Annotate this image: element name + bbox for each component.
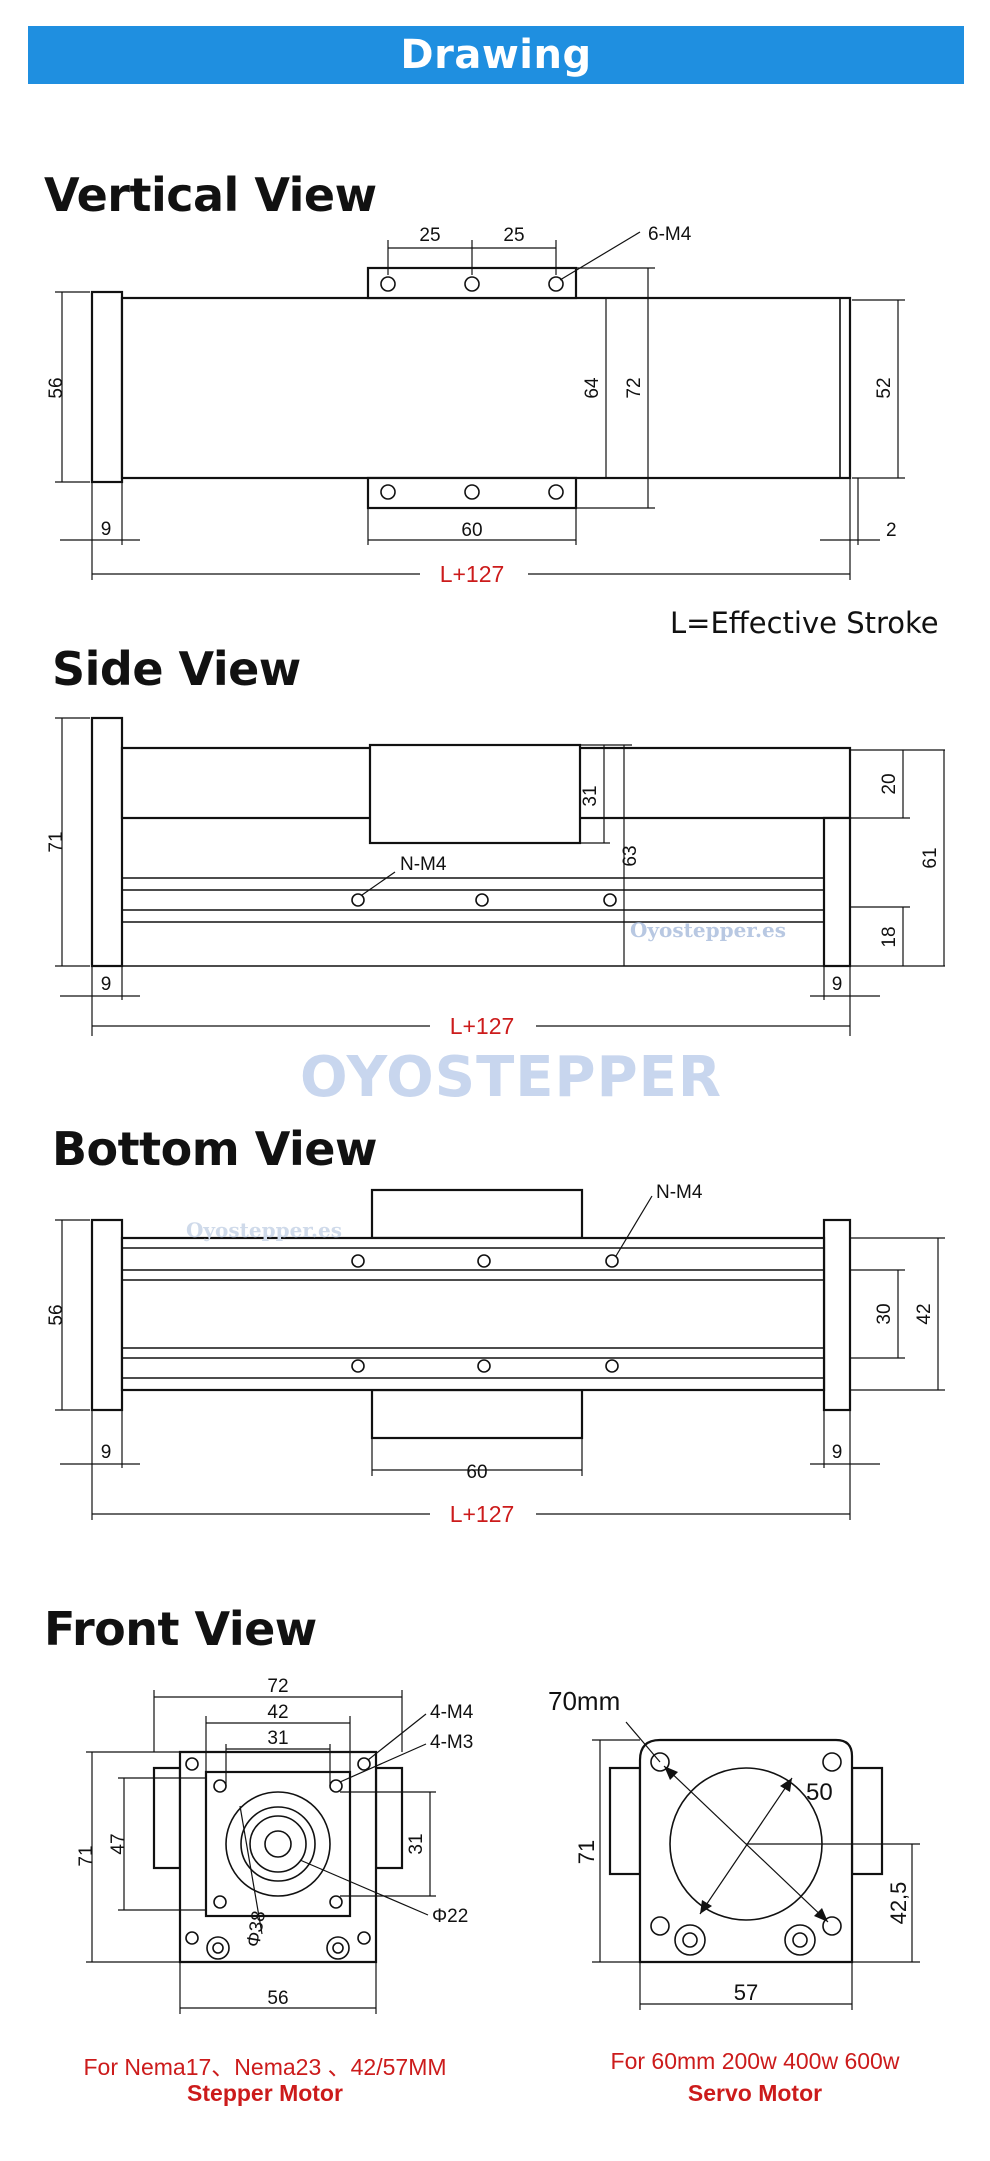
dim-31: 31 xyxy=(580,785,601,806)
front-view-title: Front View xyxy=(44,1602,317,1656)
end-block-right xyxy=(822,816,852,968)
rail-body xyxy=(120,296,852,480)
dim-9-left: 9 xyxy=(101,1442,112,1463)
dim-64: 64 xyxy=(582,377,603,399)
dim-20: 20 xyxy=(879,773,900,794)
servo-caption-line1: For 60mm 200w 400w 600w xyxy=(610,2048,900,2074)
end-block-left xyxy=(90,290,124,484)
motor-face xyxy=(204,1770,352,1918)
rail-body xyxy=(120,1236,826,1392)
dim-56: 56 xyxy=(267,1988,288,2009)
mount-holes xyxy=(185,1757,371,1960)
carriage-bottom xyxy=(370,1388,584,1440)
dim-56: 56 xyxy=(46,1304,67,1325)
dim-9-right: 9 xyxy=(832,974,843,995)
dim-63: 63 xyxy=(620,845,641,866)
label-n-m4: N-M4 xyxy=(400,854,447,875)
label-6-m4: 6-M4 xyxy=(648,224,692,245)
watermark-site-1: Oyostepper.es xyxy=(630,918,786,942)
dim-71: 71 xyxy=(76,1845,97,1866)
dim-57: 57 xyxy=(734,1980,758,2005)
bottom-view-drawing: N-M4 56 30 42 9 9 60 L+127 xyxy=(46,1182,945,1527)
banner-title: Drawing xyxy=(400,32,592,78)
label-4-m3: 4-M3 xyxy=(430,1732,473,1753)
dim-71: 71 xyxy=(574,1840,599,1864)
dim-2: 2 xyxy=(886,520,897,541)
dim-25-a: 25 xyxy=(419,225,440,246)
n-m4-holes xyxy=(351,893,617,907)
dim-72: 72 xyxy=(267,1676,288,1697)
dim-31-right: 31 xyxy=(406,1833,427,1854)
dim-42-5: 42,5 xyxy=(886,1882,911,1925)
dim-18: 18 xyxy=(879,926,900,947)
carriage-top xyxy=(370,1188,584,1240)
dim-30: 30 xyxy=(874,1303,895,1324)
dim-60: 60 xyxy=(466,1462,487,1483)
dim-31-top: 31 xyxy=(267,1728,288,1749)
label-phi22: Φ22 xyxy=(432,1906,468,1927)
label-n-m4: N-M4 xyxy=(656,1182,703,1203)
bottom-view-title: Bottom View xyxy=(52,1122,377,1176)
drawing-banner: Drawing xyxy=(28,26,964,84)
dim-42: 42 xyxy=(914,1303,935,1324)
vertical-view-title: Vertical View xyxy=(44,168,377,222)
side-view-drawing: N-M4 71 31 63 20 18 61 9 9 L+127 xyxy=(46,716,945,1039)
side-flange-left xyxy=(152,1766,182,1870)
servo-caption-line2: Servo Motor xyxy=(687,2080,823,2106)
mount-holes xyxy=(380,276,564,500)
dim-50: 50 xyxy=(806,1779,833,1806)
dim-42: 42 xyxy=(267,1702,288,1723)
side-flange-right xyxy=(850,1766,884,1876)
side-flange-left xyxy=(608,1766,642,1876)
stepper-front-drawing: 72 42 31 4-M4 4-M3 71 47 31 Φ22 Φ38 56 xyxy=(76,1676,474,2014)
dim-56: 56 xyxy=(46,377,67,398)
dim-71: 71 xyxy=(46,831,67,852)
end-block-left xyxy=(90,1218,124,1412)
vertical-view-drawing: 25 25 6-M4 56 64 72 52 9 60 2 L+127 xyxy=(46,224,905,587)
dim-length: L+127 xyxy=(440,561,505,587)
dim-length: L+127 xyxy=(450,1501,515,1527)
dim-9-right: 9 xyxy=(832,1442,843,1463)
watermark-brand: OYOSTEPPER xyxy=(300,1045,723,1110)
dim-72: 72 xyxy=(624,377,645,398)
end-block-right xyxy=(822,1218,852,1412)
end-block-left xyxy=(90,716,124,968)
n-m4-holes xyxy=(351,1254,619,1373)
stepper-caption-line2: Stepper Motor xyxy=(187,2080,343,2106)
dim-47: 47 xyxy=(108,1833,129,1854)
dim-70mm: 70mm xyxy=(548,1686,620,1716)
dim-60: 60 xyxy=(461,520,482,541)
label-4-m4: 4-M4 xyxy=(430,1702,474,1723)
watermark-site-2: Oyostepper.es xyxy=(186,1218,342,1242)
servo-front-drawing: 70mm 50 71 42,5 57 xyxy=(548,1686,920,2010)
dim-length: L+127 xyxy=(450,1013,515,1039)
effective-stroke-note: L=Effective Stroke xyxy=(670,606,939,640)
dim-9-left: 9 xyxy=(101,974,112,995)
carriage-bottom xyxy=(366,476,578,510)
stepper-caption-line1: For Nema17、Nema23 、42/57MM xyxy=(83,2054,447,2080)
dim-25-b: 25 xyxy=(503,225,524,246)
dim-61: 61 xyxy=(920,847,941,868)
mount-holes xyxy=(650,1752,842,1956)
dim-9: 9 xyxy=(101,519,112,540)
side-view-title: Side View xyxy=(52,642,301,696)
dim-52: 52 xyxy=(874,377,895,398)
carriage xyxy=(368,743,582,845)
